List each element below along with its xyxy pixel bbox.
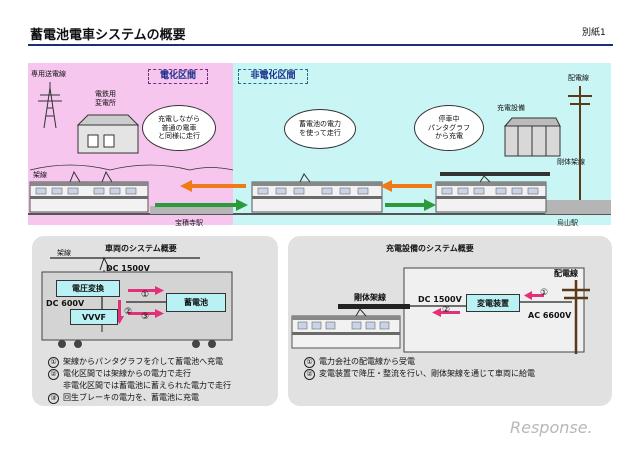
- non-electrified-label: 非電化区間: [238, 69, 308, 84]
- converter-box: 変電装置: [466, 294, 520, 312]
- vehicle-marker-2: ②: [124, 307, 133, 317]
- bubble-stop-charging: 停車中 パンタグラフ から充電: [414, 105, 484, 151]
- vehicle-wheels: [58, 340, 216, 348]
- substation-icon: [76, 114, 140, 154]
- charging-power-line-label: 配電線: [554, 269, 578, 278]
- rigid-overhead-bar: [440, 172, 550, 176]
- attachment-label: 別紙1: [582, 28, 606, 38]
- catenary-wire: [29, 164, 234, 171]
- power-line-label: 配電線: [568, 74, 589, 82]
- charging-train-icon: [291, 308, 401, 349]
- vehicle-marker-1: ①: [141, 290, 150, 300]
- station-right: 烏山駅: [557, 219, 578, 227]
- station-left: 宝積寺駅: [175, 219, 203, 227]
- charging-ac6600: AC 6600V: [528, 311, 572, 320]
- vehicle-panel-title: 車両のシステム概要: [105, 244, 177, 253]
- response-logo: Response.: [510, 418, 593, 437]
- train-middle-icon: [251, 173, 383, 213]
- arrow-orange-left: [180, 180, 246, 192]
- vehicle-dc600: DC 600V: [46, 299, 85, 308]
- charging-arrow-2: [432, 308, 460, 317]
- power-tower-icon: [38, 82, 62, 129]
- charging-equipment-label: 充電設備: [497, 104, 525, 112]
- substation-label: 電鉄用 変電所: [95, 90, 116, 107]
- vehicle-dc1500: DC 1500V: [106, 264, 150, 273]
- vehicle-overhead-label: 架線: [57, 249, 71, 257]
- battery-box: 蓄電池: [166, 293, 226, 312]
- arrow-3-regen: [128, 309, 164, 318]
- rigid-overhead-label: 剛体架線: [557, 158, 585, 166]
- overhead-label: 架線: [33, 171, 47, 179]
- platform-right: [545, 200, 611, 214]
- arrow-1-charge: [128, 286, 164, 295]
- charging-rigid-label: 剛体架線: [354, 293, 386, 302]
- charging-rigid-bar: [338, 304, 410, 309]
- charging-pole-icon: [562, 280, 590, 354]
- arrow-green-left: [155, 199, 248, 211]
- electrified-label: 電化区間: [148, 69, 208, 84]
- voltage-converter-box: 電圧変換: [56, 280, 120, 297]
- train-left-icon: [29, 170, 149, 213]
- charging-marker-1: ①: [540, 288, 549, 298]
- bubble-charging-while-running: 充電しながら 普通の電車 と同様に走行: [142, 105, 216, 151]
- charging-cabinet-icon: [503, 117, 561, 157]
- bubble-battery-running: 蓄電池の電力 を使って走行: [284, 109, 356, 149]
- vehicle-marker-3: ③: [141, 312, 150, 322]
- train-right-icon: [435, 175, 547, 213]
- charging-panel-title: 充電設備のシステム概要: [386, 244, 474, 253]
- arrow-orange-mid: [380, 180, 432, 192]
- vehicle-legend-item-2b: 非電化区間では蓄電池に蓄えられた電力で走行: [63, 381, 231, 390]
- charging-marker-2: ②: [442, 305, 451, 315]
- dedicated-line-label: 専用送電線: [31, 70, 66, 78]
- platform-left: [150, 206, 233, 214]
- charging-arrow-1: [524, 291, 544, 300]
- title-underline: [28, 44, 613, 46]
- arrow-green-mid: [385, 199, 436, 211]
- charging-dc1500: DC 1500V: [418, 295, 462, 304]
- power-pole-icon: [568, 86, 592, 200]
- vvvf-box: VVVF: [70, 309, 118, 325]
- page-title: 蓄電池電車システムの概要: [30, 28, 186, 43]
